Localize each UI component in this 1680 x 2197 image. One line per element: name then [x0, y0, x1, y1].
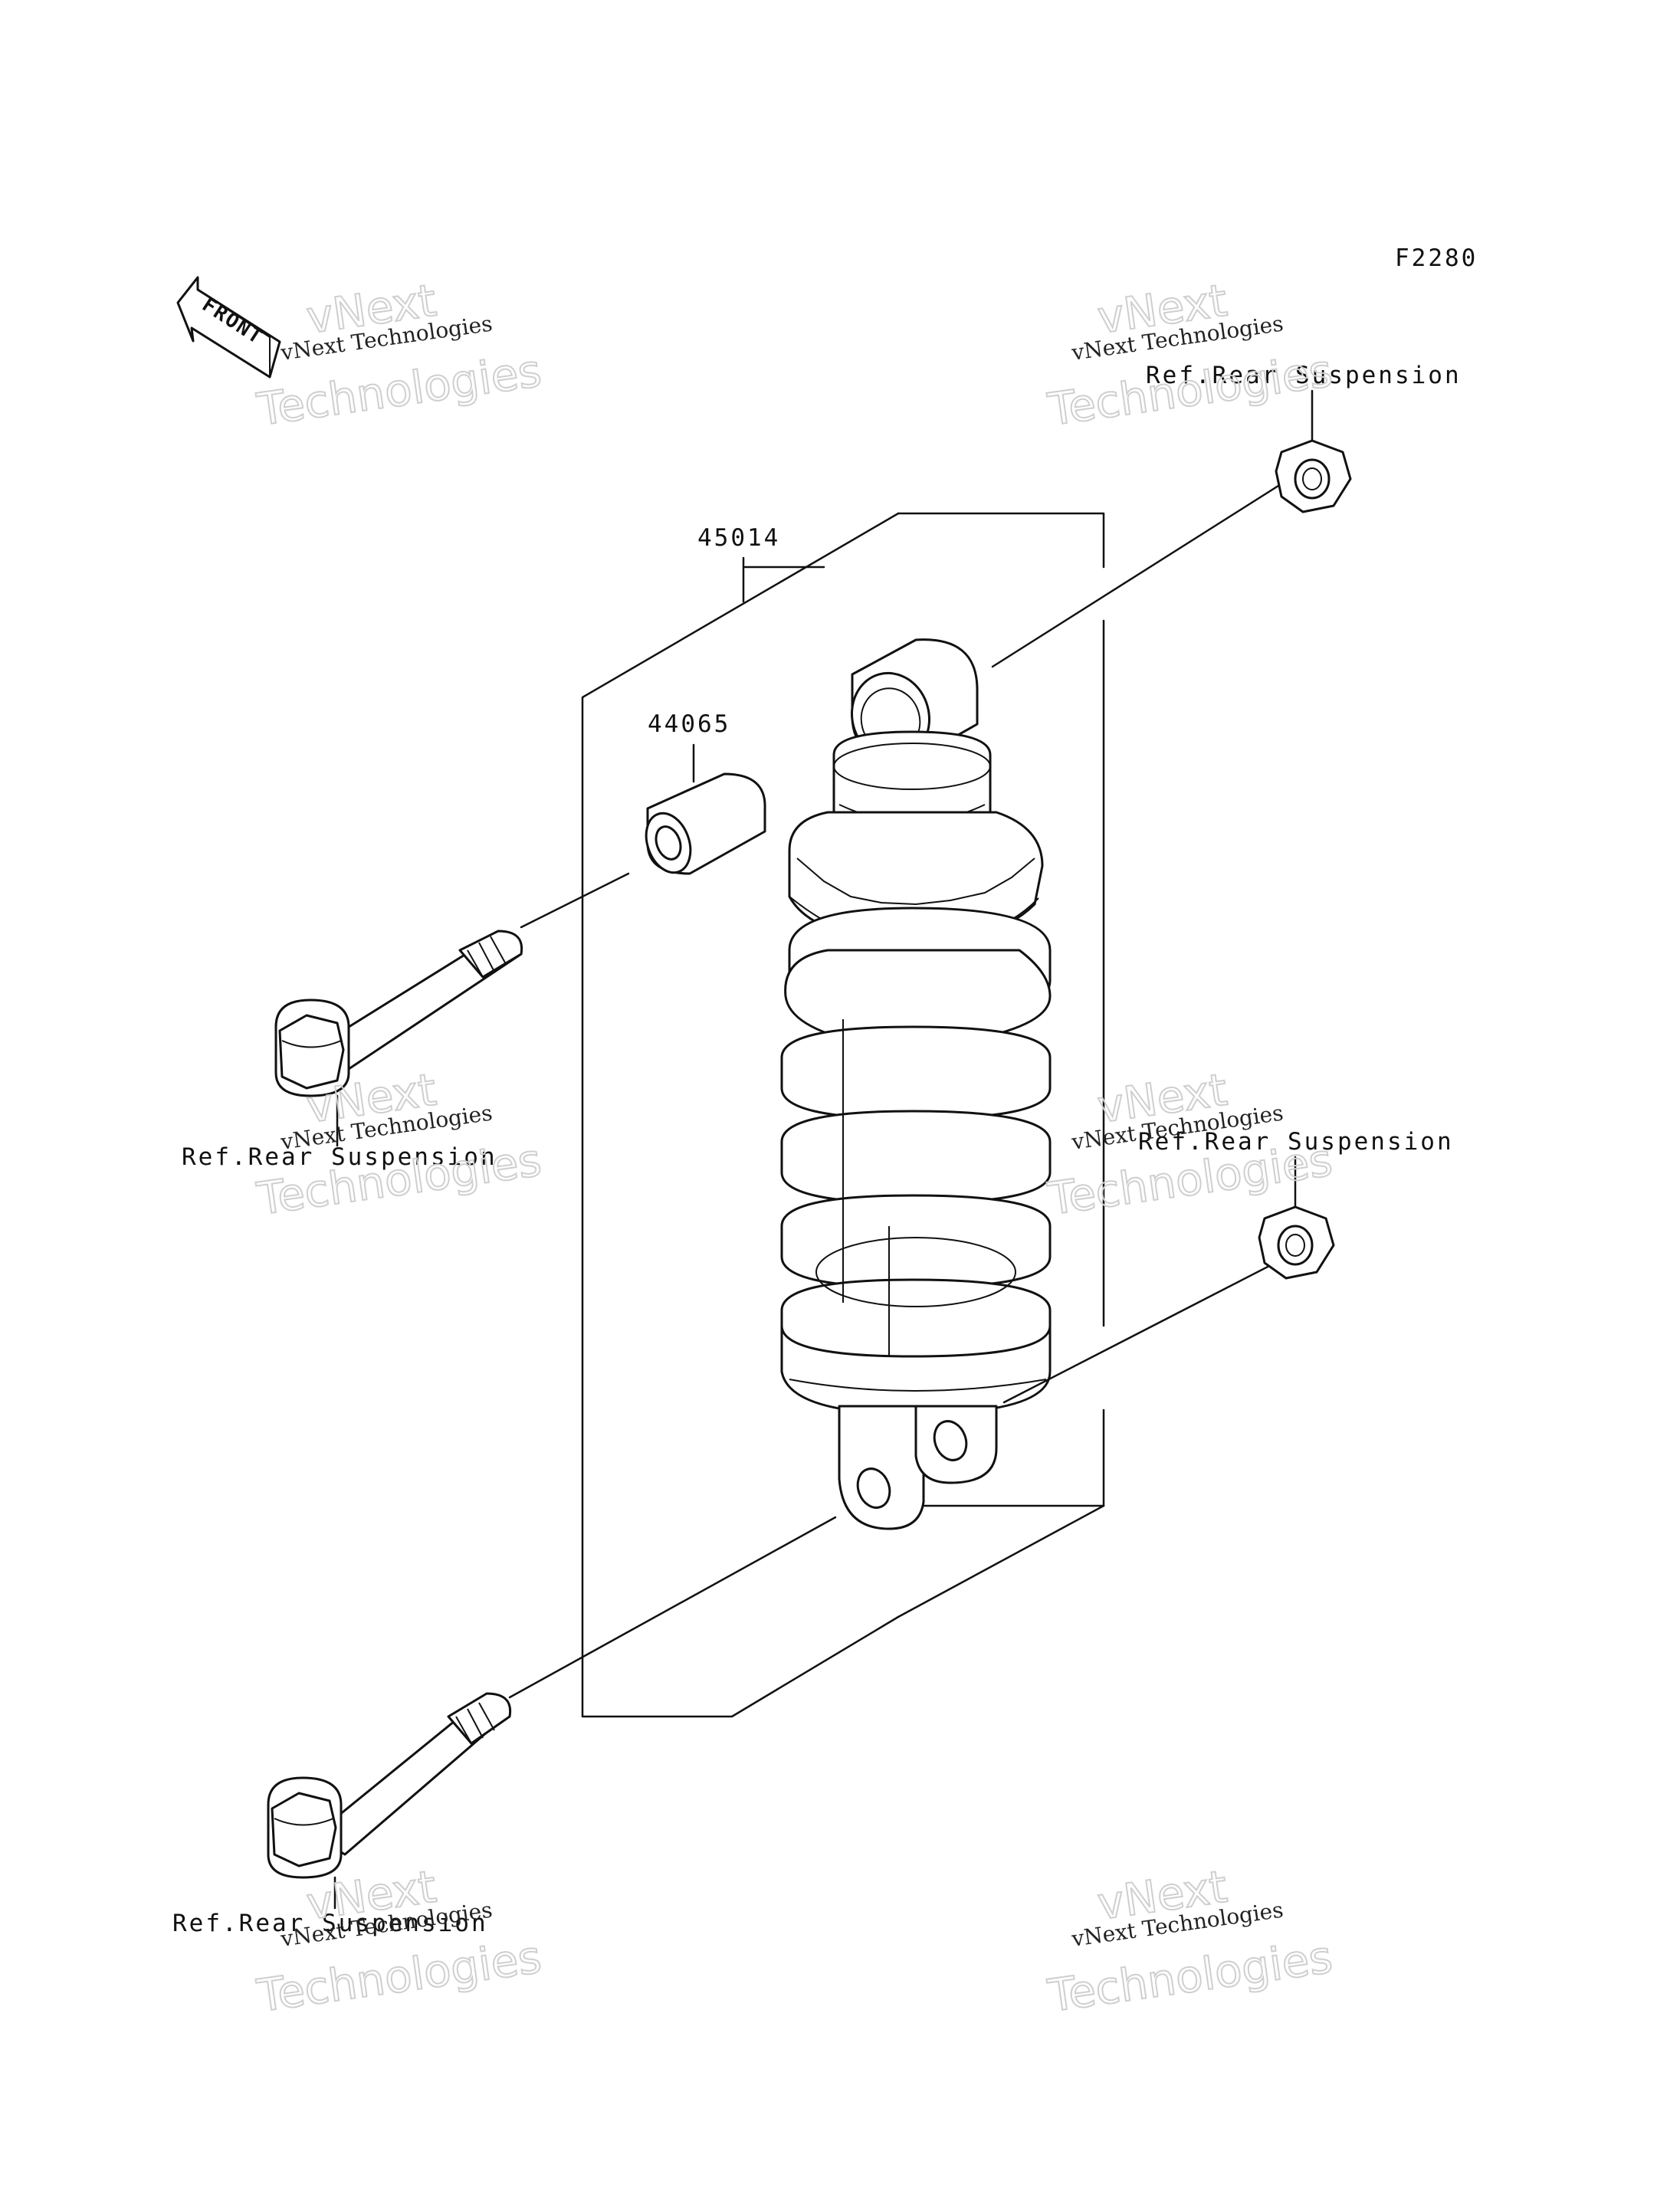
coil-spring [780, 907, 1052, 1415]
ref-label-mid-right: Ref.Rear Suspension [1138, 1128, 1454, 1156]
bolt-upper-left [274, 930, 523, 1097]
bushing-44065 [645, 772, 766, 875]
label-45014: 45014 [697, 524, 780, 552]
leader-top-right [991, 474, 1297, 668]
figure-code: F2280 [1395, 244, 1478, 272]
leader-lower-bolt [508, 1516, 837, 1699]
bolt-lower-left [267, 1692, 512, 1879]
label-44065: 44065 [648, 710, 730, 738]
ref-label-mid-left: Ref.Rear Suspension [182, 1143, 497, 1171]
assembly-bracket [581, 512, 1105, 1718]
nut-mid-right [1258, 1205, 1335, 1280]
watermark: vNext Technologies vNext Technologies [253, 274, 545, 437]
nut-top-right [1275, 439, 1352, 513]
ref-label-bottom-left: Ref.Rear Suspension [172, 1910, 488, 1937]
leader-mid-right [1002, 1263, 1274, 1404]
ref-label-top-right: Ref.Rear Suspension [1146, 362, 1462, 389]
watermark: vNext Technologies vNext Technologies [1044, 1860, 1336, 2023]
watermark: vNext Technologies vNext Technologies [1044, 274, 1336, 437]
front-arrow-icon: FRONT [176, 276, 281, 379]
leader-upper-bolt [520, 872, 630, 929]
shock-absorber-45014 [780, 638, 1052, 1530]
